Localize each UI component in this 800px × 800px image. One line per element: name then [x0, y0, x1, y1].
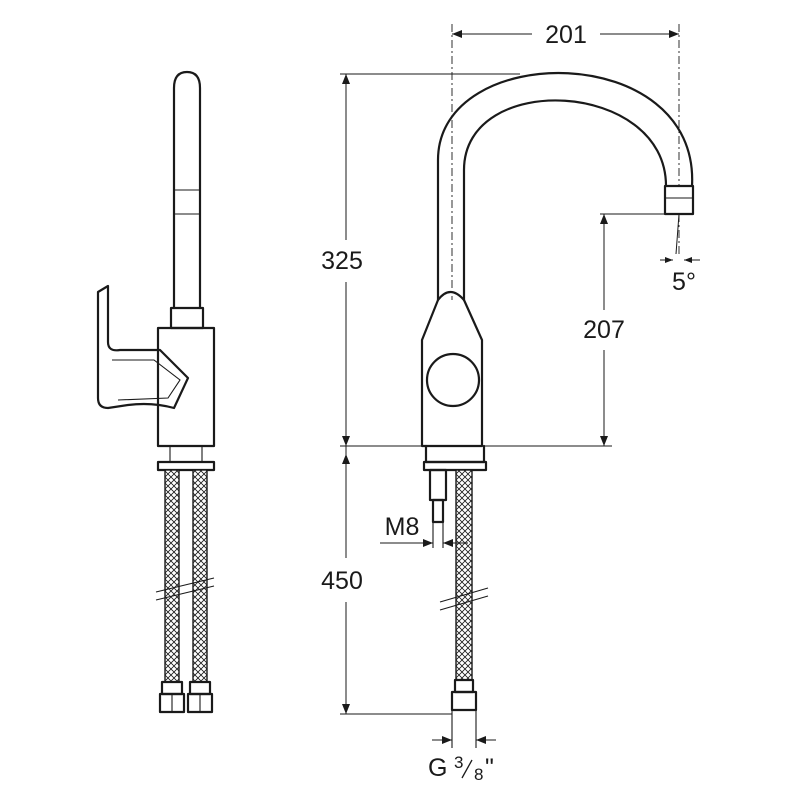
- hose-length-dimension-label: 450: [321, 567, 363, 595]
- front-break-mark: [439, 587, 489, 603]
- side-lever: [96, 284, 190, 410]
- front-base-plate: [424, 444, 486, 464]
- stud-thread-label: M8: [385, 513, 420, 541]
- side-break-mark: [155, 577, 215, 593]
- front-hose: [455, 469, 473, 681]
- side-connector-right: [188, 680, 212, 696]
- side-body: [156, 326, 216, 448]
- front-spout-inner: [462, 99, 668, 302]
- front-body: [420, 290, 484, 448]
- side-spout-tube: [172, 70, 202, 310]
- front-aerator: [663, 184, 695, 216]
- connection-thread-denominator: 8: [474, 765, 483, 784]
- total-height-dimension-label: 325: [321, 247, 363, 275]
- side-view: [96, 70, 216, 714]
- front-nut: [450, 690, 478, 712]
- connection-thread-prefix: G: [428, 754, 447, 782]
- spout-angle-label: 5°: [672, 268, 696, 296]
- connection-thread-numerator: 3: [454, 753, 463, 772]
- side-hose-right: [192, 469, 208, 683]
- front-spout-outer: [436, 71, 694, 302]
- side-base-plate: [156, 460, 216, 472]
- front-stud: [428, 468, 448, 502]
- connection-thread-label: G 3 8 ": [428, 753, 494, 784]
- side-connector-left: [160, 680, 184, 696]
- front-handle: [425, 352, 481, 408]
- side-collar: [169, 306, 205, 330]
- connection-thread-unit: ": [485, 754, 494, 782]
- front-connector: [453, 678, 475, 694]
- spout-height-dimension-label: 207: [583, 316, 625, 344]
- front-view: [420, 71, 695, 712]
- reach-dimension-label: 201: [545, 21, 587, 49]
- dimension-lines: [340, 24, 700, 748]
- side-hose-left: [164, 469, 180, 683]
